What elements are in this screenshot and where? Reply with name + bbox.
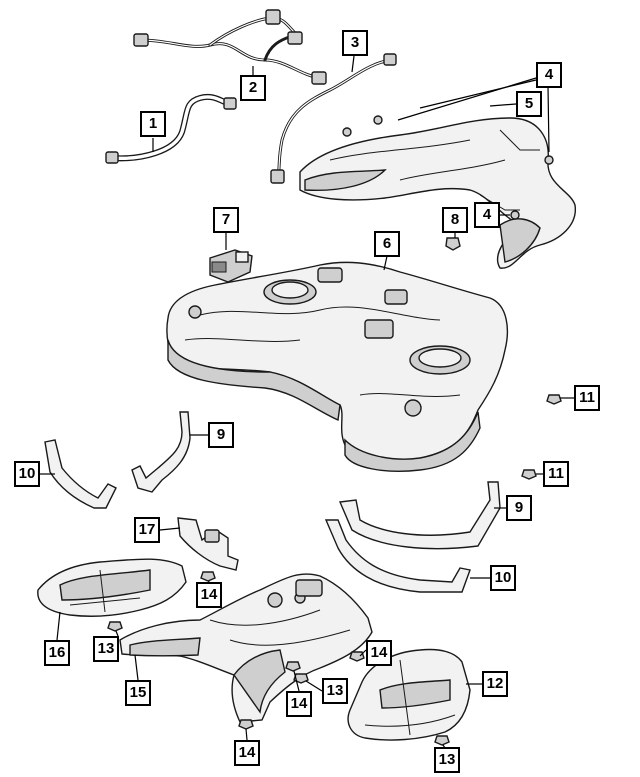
callout-11-bottom[interactable]: 11 (543, 461, 569, 487)
wiring-harness[interactable] (133, 9, 327, 85)
callout-13-c[interactable]: 13 (434, 747, 460, 773)
callout-5[interactable]: 5 (516, 91, 542, 117)
callout-10-left[interactable]: 10 (14, 461, 40, 487)
strap-left-10[interactable] (44, 439, 117, 509)
nuts-14[interactable] (200, 571, 365, 730)
heat-shield-upper[interactable] (299, 117, 576, 269)
callout-9-right[interactable]: 9 (506, 495, 532, 521)
callout-9-left[interactable]: 9 (208, 422, 234, 448)
vent-hose[interactable] (270, 53, 397, 184)
strap-right-9[interactable] (338, 481, 501, 550)
leader-lines (40, 55, 574, 752)
callout-4-side[interactable]: 4 (474, 202, 500, 228)
filler-hose[interactable] (105, 93, 237, 164)
nuts-11[interactable] (521, 394, 562, 480)
strap-right-10[interactable] (324, 519, 471, 593)
pressure-sensor[interactable] (209, 249, 253, 283)
callout-14-c[interactable]: 14 (286, 691, 312, 717)
push-nuts-4[interactable] (342, 115, 554, 220)
callout-1[interactable]: 1 (140, 111, 166, 137)
callout-8[interactable]: 8 (442, 207, 468, 233)
callout-4-top[interactable]: 4 (536, 62, 562, 88)
bracket-17[interactable] (177, 517, 239, 571)
callout-13-a[interactable]: 13 (93, 636, 119, 662)
callout-14-a[interactable]: 14 (196, 582, 222, 608)
callout-14-b[interactable]: 14 (366, 640, 392, 666)
heat-shield-16[interactable] (37, 558, 187, 617)
callout-12[interactable]: 12 (482, 671, 508, 697)
callout-13-b[interactable]: 13 (322, 678, 348, 704)
callout-6[interactable]: 6 (374, 231, 400, 257)
callout-15[interactable]: 15 (125, 680, 151, 706)
callout-11-top[interactable]: 11 (574, 385, 600, 411)
callout-2[interactable]: 2 (240, 75, 266, 101)
callout-17[interactable]: 17 (134, 517, 160, 543)
fuel-tank[interactable] (166, 261, 509, 472)
callout-7[interactable]: 7 (213, 207, 239, 233)
nut-8[interactable] (445, 237, 461, 251)
callout-10-right[interactable]: 10 (490, 565, 516, 591)
callout-14-d[interactable]: 14 (234, 740, 260, 766)
heat-shield-12[interactable] (347, 648, 471, 741)
nuts-13[interactable] (107, 621, 450, 746)
strap-left-9[interactable] (131, 411, 191, 493)
callout-16[interactable]: 16 (44, 640, 70, 666)
heat-shield-15[interactable] (119, 573, 373, 723)
callout-3[interactable]: 3 (342, 30, 368, 56)
